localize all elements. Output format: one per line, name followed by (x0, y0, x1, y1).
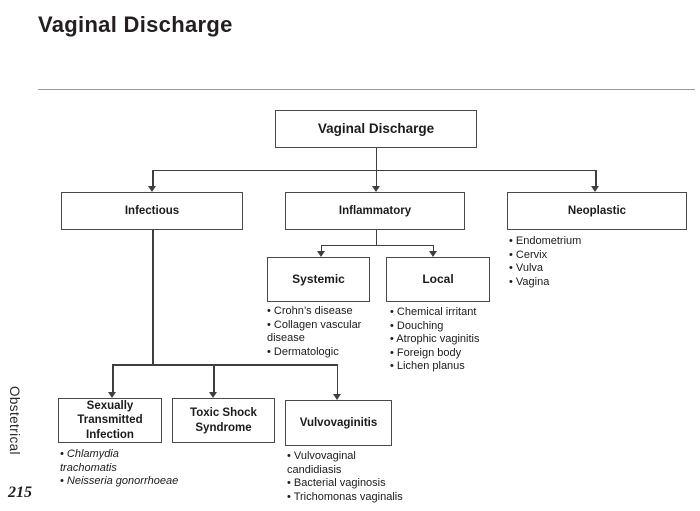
page-title: Vaginal Discharge (38, 12, 233, 37)
connector-line (152, 230, 154, 365)
bullet-line: • Lichen planus (390, 360, 465, 373)
bullet-line: • Chemical irritant (390, 306, 477, 318)
arrowhead-icon (148, 186, 157, 192)
section-sidebar-label: Obstetrical (7, 386, 22, 455)
connector-line (152, 169, 597, 171)
connector-line (213, 364, 215, 392)
bullet-line: • Bacterial vaginosis (287, 477, 386, 490)
bullet-line: • Vulva (509, 262, 544, 275)
node-label: Neoplastic (567, 204, 627, 217)
node-label: Inflammatory (338, 204, 412, 217)
node-label: Toxic Shock Syndrome (190, 407, 257, 434)
bullet-line: candidiasis (287, 463, 342, 476)
arrowhead-icon (108, 392, 117, 398)
bullet-line: • Vagina (509, 275, 550, 288)
bullet-line: disease (267, 332, 305, 345)
node-label: Vaginal Discharge (317, 120, 435, 136)
bullet-line: • Atrophic vaginitis (390, 333, 480, 346)
connector-line (595, 170, 597, 187)
node-vaginal-discharge: Vaginal Discharge (275, 110, 477, 148)
local-bullet-list: • Chemical irritant• Douching• Atrophic … (390, 306, 510, 374)
connector-line (375, 148, 377, 170)
arrowhead-icon (332, 394, 341, 400)
node-vulvovaginitis: Vulvovaginitis (285, 400, 392, 446)
connector-line (112, 364, 114, 392)
connector-line (336, 364, 338, 394)
bullet-line: • Dermatologic (267, 345, 339, 358)
node-toxic-shock-syndrome: Toxic Shock Syndrome (172, 398, 275, 443)
neoplastic-bullet-list: • Endometrium• Cervix• Vulva• Vagina (509, 235, 581, 289)
bullet-line: • Foreign body (390, 346, 462, 359)
bullet-line: • Chlamydia (60, 448, 119, 460)
connector-line (375, 230, 377, 246)
arrowhead-icon (209, 392, 218, 398)
connector-line (432, 245, 434, 252)
arrowhead-icon (428, 251, 437, 257)
connector-line (152, 170, 154, 187)
node-infectious: Infectious (61, 192, 243, 230)
title-divider (38, 89, 695, 90)
node-local: Local (386, 257, 490, 302)
bullet-line: • Vulvovaginal (287, 450, 356, 462)
node-label: Systemic (292, 272, 345, 287)
bullet-line: • Collagen vascular (267, 318, 362, 331)
node-systemic: Systemic (267, 257, 370, 302)
arrowhead-icon (316, 251, 325, 257)
bullet-line: • Trichomonas vaginalis (287, 490, 403, 503)
arrowhead-icon (371, 186, 380, 192)
node-label: Vulvovaginitis (299, 416, 378, 429)
node-label: Local (422, 272, 454, 287)
bullet-line: • Neisseria gonorrhoeae (60, 475, 179, 488)
node-label: Infectious (124, 204, 180, 217)
arrowhead-icon (591, 186, 600, 192)
node-sexually-transmitted-infection: Sexually Transmitted Infection (58, 398, 162, 443)
node-label: Sexually Transmitted Infection (77, 400, 143, 441)
bullet-line: • Crohn’s disease (267, 305, 353, 317)
connector-line (112, 364, 338, 366)
bullet-line: • Cervix (509, 248, 548, 261)
bullet-line: trachomatis (60, 461, 117, 474)
page-number: 215 (8, 484, 32, 501)
node-neoplastic: Neoplastic (507, 192, 687, 230)
bullet-line: • Douching (390, 319, 444, 332)
connector-line (320, 245, 322, 252)
connector-line (320, 244, 434, 246)
bullet-line: • Endometrium (509, 235, 582, 247)
node-inflammatory: Inflammatory (285, 192, 465, 230)
connector-line (375, 170, 377, 187)
